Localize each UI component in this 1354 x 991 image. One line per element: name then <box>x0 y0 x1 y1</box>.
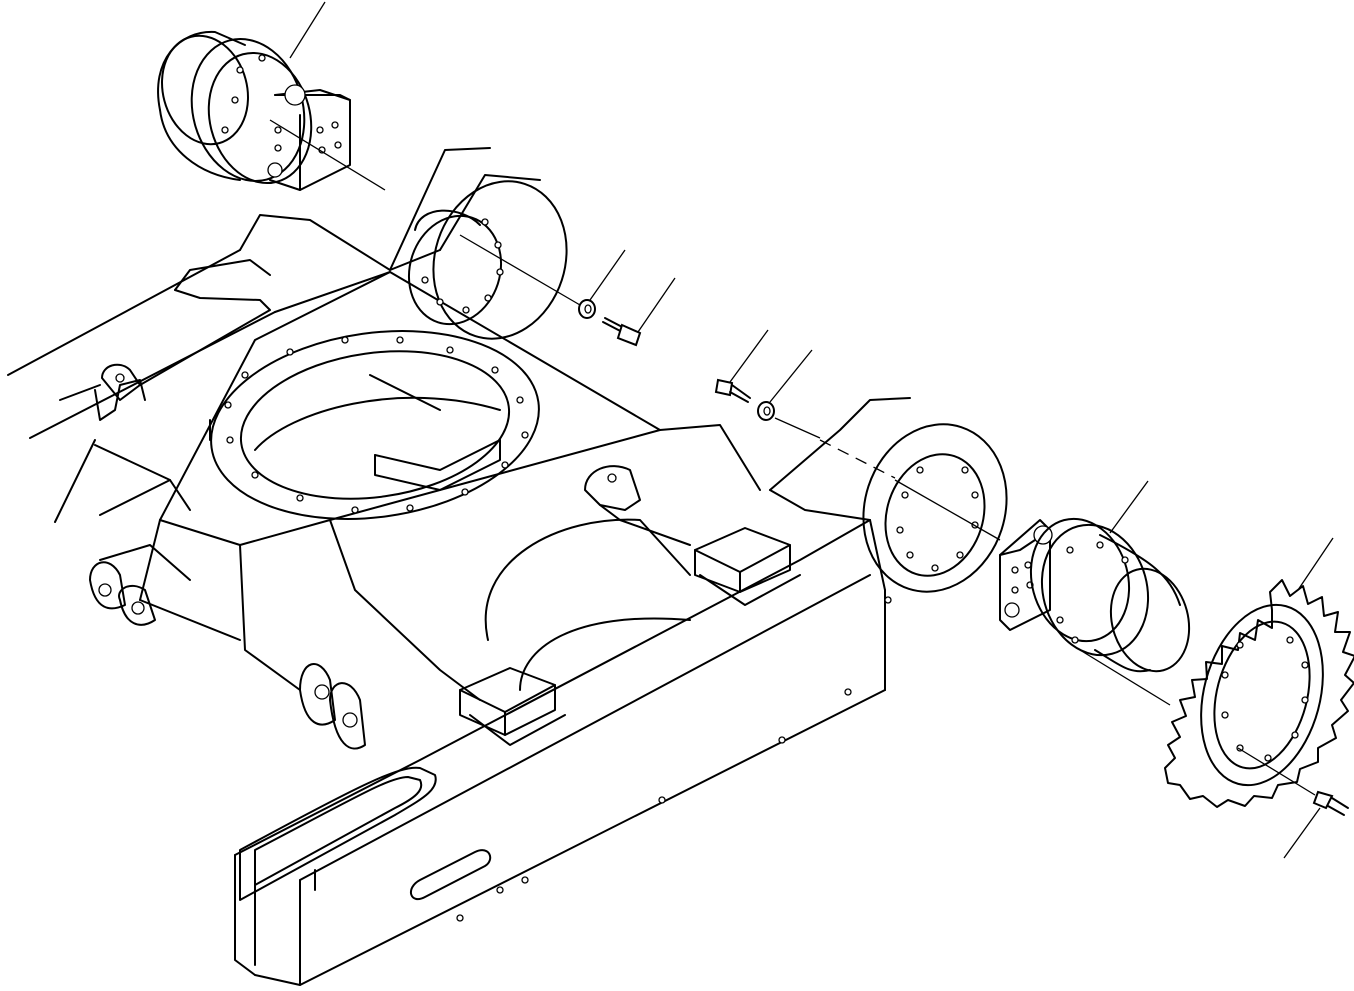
track-frame <box>7 214 892 986</box>
washer-left[interactable] <box>578 299 596 319</box>
bolt-right[interactable] <box>714 378 751 403</box>
pad-blocks <box>459 527 801 746</box>
callout-leaders <box>289 1 1334 859</box>
leader-travel-motor-left <box>289 1 326 59</box>
leader-bolt-left <box>637 277 676 333</box>
mounting-ears <box>89 561 366 750</box>
leader-bolt-right <box>729 329 769 383</box>
assembly-lines <box>269 119 1316 796</box>
bolt-left[interactable] <box>602 317 642 347</box>
right-motor-housing <box>769 397 1008 593</box>
bolt-holes <box>224 336 529 514</box>
leader-travel-motor-right <box>1109 480 1149 534</box>
sprocket[interactable] <box>1164 579 1354 808</box>
left-motor-housing <box>389 147 568 340</box>
swing-circle-plate <box>209 330 540 520</box>
sprocket-bolt[interactable] <box>1312 790 1349 816</box>
top-clip-brackets <box>94 259 691 546</box>
leader-sprocket-bolt <box>1283 807 1321 859</box>
travel-motor-right[interactable] <box>999 508 1200 680</box>
leader-washer-right <box>769 349 813 403</box>
leader-washer-left <box>589 249 626 301</box>
washer-right[interactable] <box>757 401 775 421</box>
travel-motor-left[interactable] <box>150 26 351 195</box>
leader-sprocket <box>1297 537 1334 591</box>
